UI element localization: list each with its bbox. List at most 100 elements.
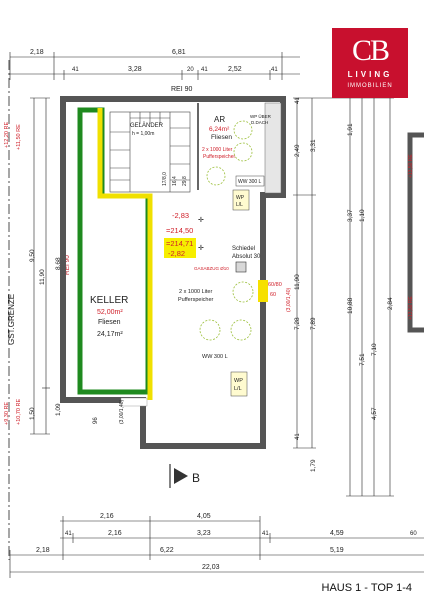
dim-right-191: 1,91: [347, 123, 354, 136]
dim-right-41b: 41: [295, 97, 301, 104]
level-symbol-2: ✛: [198, 244, 204, 252]
ar-room-name: AR: [214, 115, 225, 124]
dim-right-179: 1,79: [310, 459, 317, 472]
dim-top-41c: 41: [271, 67, 278, 73]
gelaender-height: h = 1,00m: [132, 131, 154, 137]
dim-bot-323: 3,23: [197, 530, 211, 537]
dim-right-1088: 10,88: [347, 297, 354, 314]
puffer-mid-line2: Pufferspeicher: [178, 297, 214, 303]
puffer-mid-line1: 2 x 1000 Liter: [179, 289, 212, 295]
red-note-left-3: +9,30 RE: [4, 402, 10, 425]
dim-left-96: 96: [93, 417, 99, 424]
ww-bot-label: WW 300 L: [202, 354, 228, 360]
dim-right-751: 7,51: [359, 353, 366, 366]
dim-bot-216b: 2,16: [108, 530, 122, 537]
wp-ueber-label: WP ÜBER: [250, 113, 272, 119]
dim-left-868: 8,68: [55, 257, 62, 270]
dim-top-41b: 41: [201, 67, 208, 73]
dim-left-950: 9,50: [29, 249, 36, 262]
dim-bot-622: 6,22: [160, 547, 174, 554]
wp-bot-label: WP: [234, 378, 243, 384]
logo-line-immobilien: IMMOBILIEN: [347, 83, 393, 89]
section-marker-label: B: [192, 471, 200, 485]
dim-right-41a: 41: [295, 433, 301, 440]
rei90-left-label: REI 90: [64, 255, 71, 275]
dim-bot-41a: 41: [65, 531, 72, 537]
dim-bot-218: 2,18: [36, 547, 50, 554]
wp-ueber-label2: D.DACH: [251, 120, 268, 125]
keller-room-name: KELLER: [90, 295, 128, 306]
ar-room-area: 6,24m²: [209, 126, 230, 133]
tank-circles-mid: [199, 281, 254, 341]
red-note-right-2: +13,50 RE: [408, 296, 414, 320]
rei90-top-label: REI 90: [171, 86, 193, 93]
dim-top-41a: 41: [72, 67, 79, 73]
dim-right-110: 1,10: [359, 209, 366, 222]
dim-right-249: 2,49: [294, 144, 301, 157]
dim-right-331: 3,31: [310, 139, 317, 152]
gelaender-label: GELÄNDER: [130, 122, 164, 129]
level-symbol-1: ✛: [198, 216, 204, 224]
chimney-block: [235, 261, 247, 273]
level-neg-283: -2,83: [172, 211, 189, 220]
dim-right-710: 7,10: [371, 343, 378, 356]
dim-left-109: 1,09: [55, 403, 62, 416]
level-21471: =214,71: [166, 239, 193, 248]
red-note-left-2: +11,50 RE: [16, 124, 22, 150]
keller-room-area2: 24,17m²: [97, 331, 123, 338]
wp-top-label: WP: [236, 195, 245, 201]
wp-bot-label2: L/L: [234, 386, 242, 392]
keller-room-floor: Fliesen: [98, 319, 121, 326]
wp-top-label2: L/L: [236, 202, 243, 208]
dim-bot-459: 4,59: [330, 530, 344, 537]
dim-right-457: 4,57: [371, 407, 378, 420]
stair-num-b: 16,4: [172, 176, 178, 186]
staircase: [109, 111, 191, 193]
dim-top-seg1: 3,28: [128, 66, 142, 73]
ar-room-floor: Fliesen: [211, 134, 232, 141]
stair-num-c: 29,8: [182, 176, 188, 186]
dim-top-total: 6,81: [172, 49, 186, 56]
building-walls: [60, 96, 286, 449]
dim-top-seg3: 2,52: [228, 66, 242, 73]
dim-bot-2203: 22,03: [202, 564, 220, 571]
dim-bot-405: 4,05: [197, 513, 211, 520]
dim-right-728: 7,28: [294, 317, 301, 330]
tank-circles-top: [206, 120, 253, 186]
window-60-80-marker: [258, 280, 268, 302]
top-dimension-lines: [9, 52, 300, 80]
red-note-left-4: +10,70 RE: [16, 399, 22, 425]
dim-bot-60: 60: [410, 531, 417, 537]
dim-bot-216a: 2,16: [100, 513, 114, 520]
dim-bot-41b: 41: [262, 531, 269, 537]
dim-top-seg2: 20: [187, 67, 194, 73]
dim-right-1190: 11,90: [294, 274, 301, 290]
gasabzug-label: GASABZUG Ø10: [194, 266, 229, 271]
red-note-left-1: +12,20 RE: [4, 122, 10, 148]
red-note-right-1: +13,50 RE: [408, 154, 414, 178]
bottom-dimension-lines: [9, 516, 424, 578]
dim-top-left: 2,18: [30, 49, 44, 56]
window-60-label: 60: [270, 292, 276, 298]
level-highlight: [164, 238, 196, 258]
keller-room-area: 52,00m²: [97, 309, 123, 316]
puffer-top-line2: Pufferspeicher: [203, 154, 235, 160]
level-21450: =214,50: [166, 226, 193, 235]
wp-box-bot: [230, 371, 248, 397]
neighbour-unit-outline: [407, 132, 424, 333]
gst-grenze-label: GST.GRENZE: [7, 294, 16, 345]
puffer-top-line1: 2 x 1000 Liter: [202, 147, 233, 153]
wp-box-top: [232, 189, 250, 211]
drawing-title: HAUS 1 - TOP 1-4: [321, 582, 412, 594]
dim-left-150: 1,50: [29, 407, 36, 420]
dim-left-1190: 11,90: [39, 269, 46, 285]
ww-top-label: WW 300 L: [238, 179, 262, 185]
logo-monogram: CB: [351, 34, 390, 67]
stair-num-a: 17/8,0: [162, 172, 168, 186]
yellow-escape-route: [97, 108, 153, 400]
right-dimension-lines: [293, 97, 394, 497]
schiedel-label: Schiedel: [232, 246, 255, 252]
window-60-80-label: 60/80: [268, 282, 282, 288]
